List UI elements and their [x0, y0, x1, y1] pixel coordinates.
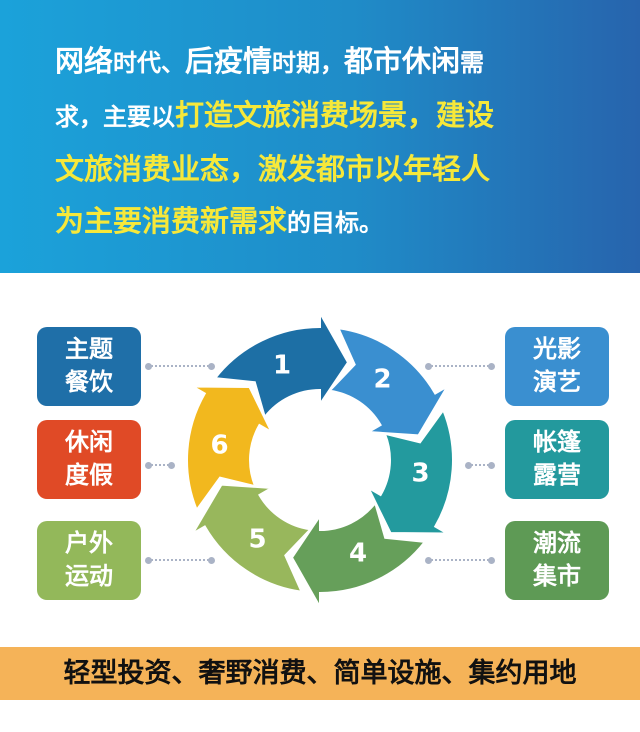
connector-dot: [145, 362, 152, 370]
cycle-arrow-3: [366, 408, 454, 535]
connector-dot: [488, 461, 495, 469]
connector-dot: [425, 556, 432, 564]
box-label-line-1: 主题: [65, 335, 113, 363]
dotted-connector: [465, 461, 495, 469]
cycle-arrow-4: [290, 500, 427, 611]
connector-dot: [465, 461, 472, 469]
text: 求，主要以: [55, 103, 175, 131]
dotted-connector: [425, 556, 495, 564]
cycle-number-2: 2: [373, 365, 391, 395]
text: 网络: [55, 44, 114, 78]
connector-dot: [145, 556, 152, 564]
text: 的目标。: [287, 209, 384, 237]
dotted-connector: [425, 362, 495, 370]
box-label-line-2: 露营: [533, 461, 581, 489]
right-category-box: 帐篷露营: [505, 420, 609, 499]
dotted-connector: [145, 556, 215, 564]
header-line-3: 文旅消费业态，激发都市以年轻人: [55, 152, 491, 186]
footer-band: 轻型投资、奢野消费、简单设施、集约用地: [0, 647, 640, 700]
header-line-2: 求，主要以打造文旅消费场景，建设: [55, 92, 494, 134]
box-label-line-2: 运动: [65, 562, 113, 590]
box-label-line-2: 集市: [533, 562, 581, 590]
cycle-arrow-2: [327, 327, 451, 437]
connector-dot: [488, 556, 495, 564]
header-line-4: 为主要消费新需求的目标。: [55, 198, 383, 240]
left-category-box: 户外运动: [37, 521, 141, 600]
text: 时期，: [272, 49, 345, 77]
header-banner: 网络时代、后疫情时期，都市休闲需 求，主要以打造文旅消费场景，建设 文旅消费业态…: [0, 0, 640, 273]
connector-dot: [208, 556, 215, 564]
cycle-arrow-6: [186, 385, 274, 512]
cycle-number-5: 5: [248, 525, 266, 555]
text: 后疫情: [185, 44, 273, 78]
cycle-number-3: 3: [411, 459, 429, 489]
box-label-line-1: 休闲: [65, 428, 113, 456]
text: 都市休闲: [344, 44, 461, 78]
box-label-line-2: 度假: [65, 461, 113, 489]
box-label-line-2: 演艺: [533, 368, 581, 396]
cycle-number-4: 4: [349, 539, 367, 569]
connector-dot: [208, 362, 215, 370]
box-label-line-1: 潮流: [533, 529, 581, 557]
cycle-number-6: 6: [210, 430, 228, 460]
right-category-box: 光影演艺: [505, 327, 609, 406]
text: 需: [460, 49, 485, 77]
connector-dot: [168, 461, 175, 469]
highlight-text: 打造文旅消费场景，建设: [175, 98, 495, 132]
connector-dot: [145, 461, 152, 469]
dotted-connector: [145, 461, 175, 469]
header-line-1: 网络时代、后疫情时期，都市休闲需: [55, 38, 484, 80]
text: 时代、: [113, 49, 186, 77]
box-label-line-1: 户外: [65, 529, 113, 557]
cycle-arrow-1: [213, 309, 350, 420]
connector-dot: [488, 362, 495, 370]
dotted-connector: [145, 362, 215, 370]
right-category-box: 潮流集市: [505, 521, 609, 600]
connector-dot: [425, 362, 432, 370]
highlight-text: 为主要消费新需求: [55, 204, 288, 238]
box-label-line-1: 帐篷: [533, 428, 581, 456]
left-category-box: 主题餐饮: [37, 327, 141, 406]
cycle-arrow-5: [189, 483, 313, 593]
cycle-number-1: 1: [273, 350, 291, 380]
box-label-line-1: 光影: [533, 335, 581, 363]
box-label-line-2: 餐饮: [65, 368, 113, 396]
left-category-box: 休闲度假: [37, 420, 141, 499]
